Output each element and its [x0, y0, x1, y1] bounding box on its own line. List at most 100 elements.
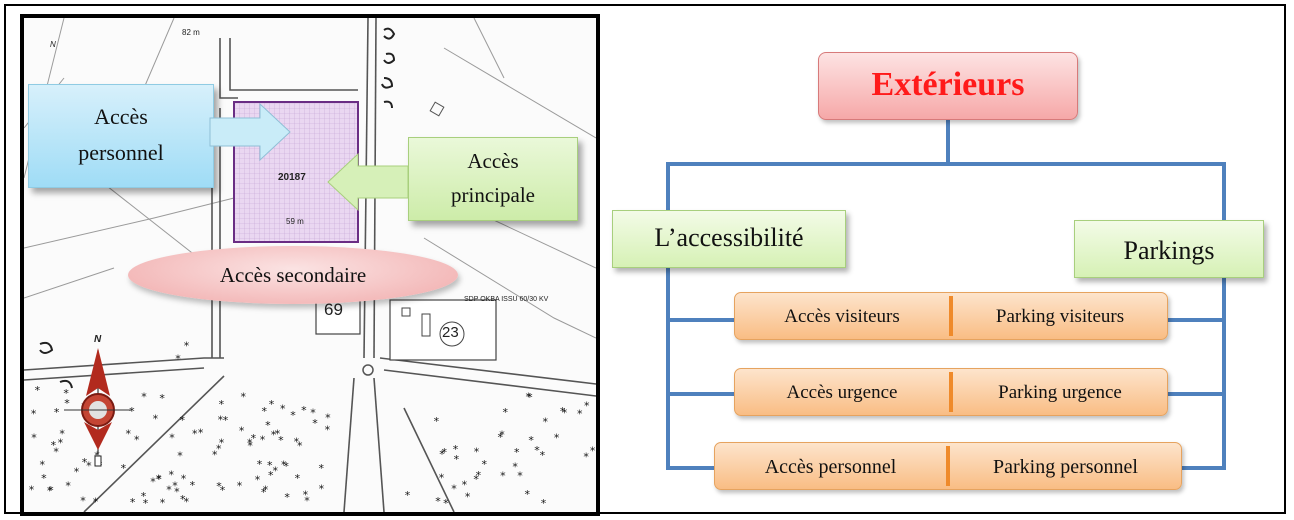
tree-mark: *	[86, 460, 92, 473]
tree-mark: *	[260, 434, 266, 447]
tree-mark: *	[442, 446, 448, 459]
tree-mark: *	[560, 405, 566, 418]
tree-mark: *	[212, 449, 218, 462]
tree-mark: *	[439, 471, 445, 484]
tree-mark: *	[169, 431, 175, 444]
tree-mark: *	[453, 443, 459, 456]
tree-mark: *	[462, 478, 468, 491]
tree-mark: *	[47, 484, 53, 497]
tree-mark: *	[325, 412, 331, 425]
tree-mark: *	[63, 387, 69, 400]
tree-mark: *	[514, 446, 520, 459]
tree-mark: *	[319, 462, 325, 475]
tree-mark: *	[129, 405, 135, 418]
tree-mark: *	[180, 414, 186, 427]
leaf-node-personnel: Accès personnel Parking personnel	[714, 442, 1182, 490]
tree-mark: *	[192, 427, 198, 440]
tree-mark: *	[40, 459, 46, 472]
tree-mark: *	[451, 483, 457, 496]
tree-mark: *	[181, 472, 187, 485]
site-plan-drawing: ****************************************…	[24, 18, 596, 512]
tree-mark: *	[121, 462, 127, 475]
tree-mark: *	[130, 496, 136, 509]
tree-mark: *	[156, 473, 162, 486]
tree-mark: *	[500, 470, 506, 483]
tree-mark: *	[525, 488, 531, 501]
accessibility-diagram: Extérieurs L’accessibilité Parkings Accè…	[604, 14, 1282, 510]
tree-mark: *	[294, 436, 300, 449]
tree-mark: *	[583, 451, 589, 464]
tree-mark: *	[80, 494, 86, 507]
tree-mark: *	[584, 400, 590, 413]
tree-mark: *	[528, 434, 534, 447]
tree-mark: *	[297, 440, 303, 453]
lot-69-label: 69	[324, 300, 343, 319]
tree-mark: *	[257, 458, 263, 471]
tree-mark: *	[503, 406, 509, 419]
tree-mark: *	[435, 495, 441, 508]
tree-mark: *	[454, 453, 460, 466]
tree-mark: *	[278, 434, 284, 447]
tree-mark: *	[526, 390, 532, 403]
dimension-bottom-label: 59 m	[286, 217, 304, 226]
tree-mark: *	[184, 340, 190, 353]
tree-mark: *	[275, 428, 281, 441]
tree-mark: *	[476, 469, 482, 482]
tree-mark: *	[159, 392, 165, 405]
tree-mark: *	[93, 495, 99, 508]
tree-mark: *	[284, 491, 290, 504]
tree-mark: *	[134, 433, 140, 446]
tree-mark: *	[48, 484, 54, 497]
leaf-divider	[949, 372, 953, 412]
dimension-top-label: 82 m	[182, 28, 200, 37]
callout-acces-principale: Accès principale	[408, 137, 578, 221]
parcel-number: 20187	[278, 172, 306, 183]
access-label: Accès visiteurs	[784, 306, 900, 327]
tree-mark: *	[150, 475, 156, 488]
tree-mark: *	[141, 490, 147, 503]
tree-mark: *	[31, 407, 37, 420]
tree-mark: *	[239, 424, 245, 437]
north-arrow-icon	[64, 348, 132, 467]
tree-mark: *	[577, 408, 583, 421]
root-node-exterieurs: Extérieurs	[818, 52, 1078, 120]
tree-mark: *	[301, 404, 307, 417]
arabic-script-marks	[39, 27, 396, 389]
tree-mark: *	[527, 391, 533, 404]
lot-23-outline	[389, 299, 497, 361]
callout-acces-personnel: Accès personnel	[28, 84, 214, 188]
connector-lines	[666, 118, 1226, 470]
tree-mark: *	[190, 479, 196, 492]
callout-line: personnel	[78, 140, 164, 165]
arrow-right-icon	[209, 102, 291, 162]
parking-label: Parking personnel	[993, 456, 1138, 478]
tree-mark: *	[281, 458, 287, 471]
branch-node-parkings: Parkings	[1074, 220, 1264, 278]
tree-mark: *	[273, 465, 279, 478]
tree-mark: *	[554, 432, 560, 445]
tree-mark: *	[156, 473, 162, 486]
tree-mark: *	[312, 417, 318, 430]
leaf-divider	[946, 446, 950, 486]
access-label: Accès personnel	[764, 456, 897, 478]
tree-mark: *	[465, 490, 471, 503]
branch-node-accessibilite: L’accessibilité	[612, 210, 846, 268]
tree-mark: *	[474, 445, 480, 458]
tree-mark: *	[126, 428, 132, 441]
leaf-node-visiteurs: Accès visiteurs Parking visiteurs	[734, 292, 1168, 340]
tree-mark: *	[247, 437, 253, 450]
tree-mark: *	[319, 483, 325, 496]
tree-mark: *	[517, 469, 523, 482]
callout-line: Accès	[94, 104, 148, 129]
tree-mark: *	[31, 431, 37, 444]
leaf-node-urgence: Accès urgence Parking urgence	[734, 368, 1168, 416]
tree-mark: *	[295, 472, 301, 485]
tree-mark: *	[223, 414, 229, 427]
tree-mark: *	[540, 449, 546, 462]
callout-line: Accès	[467, 149, 519, 173]
tree-mark: *	[29, 484, 35, 497]
tree-mark: *	[216, 480, 222, 493]
tree-mark: *	[74, 466, 80, 479]
tree-mark: *	[473, 473, 479, 486]
north-label: N	[94, 334, 102, 345]
